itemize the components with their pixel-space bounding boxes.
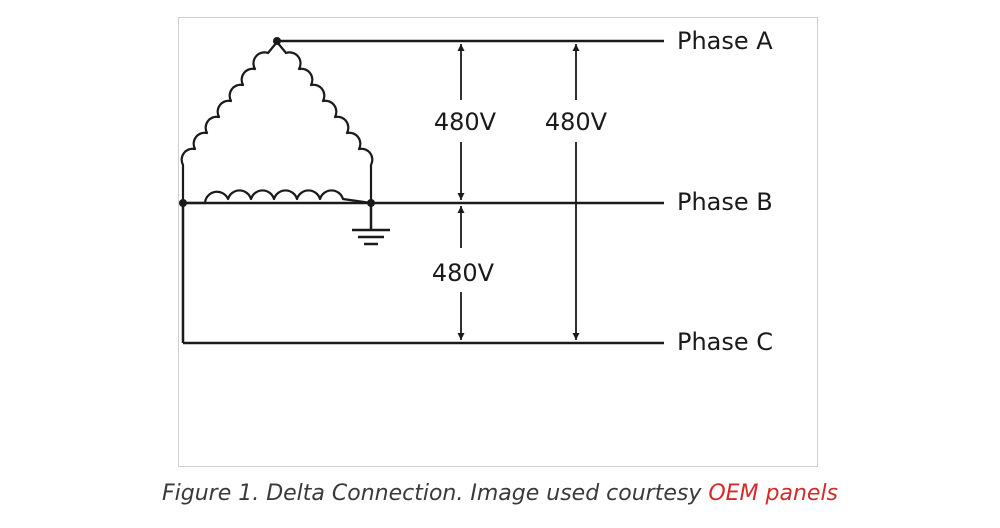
figure-frame [178, 17, 818, 467]
oem-panels-link[interactable]: OEM panels [708, 481, 839, 506]
voltage-label-a-c: 480V [545, 108, 608, 136]
node-left [179, 199, 187, 207]
bottom-winding [181, 189, 373, 205]
phase-b-label: Phase B [677, 188, 773, 216]
ground-symbol [352, 203, 390, 246]
delta-windings [180, 40, 374, 205]
left-winding [180, 40, 279, 205]
delta-connection-diagram: 480V 480V 480V Phase A Phase B Phase C [179, 27, 773, 356]
phase-a-label: Phase A [677, 27, 773, 55]
figure-caption: Figure 1. Delta Connection. Image used c… [0, 481, 1000, 506]
right-winding [275, 40, 374, 205]
voltage-label-b-c: 480V [432, 259, 495, 287]
voltage-label-a-b: 480V [434, 108, 497, 136]
phase-c-label: Phase C [677, 328, 773, 356]
caption-text: Figure 1. Delta Connection. Image used c… [161, 481, 709, 506]
node-top [273, 37, 281, 45]
